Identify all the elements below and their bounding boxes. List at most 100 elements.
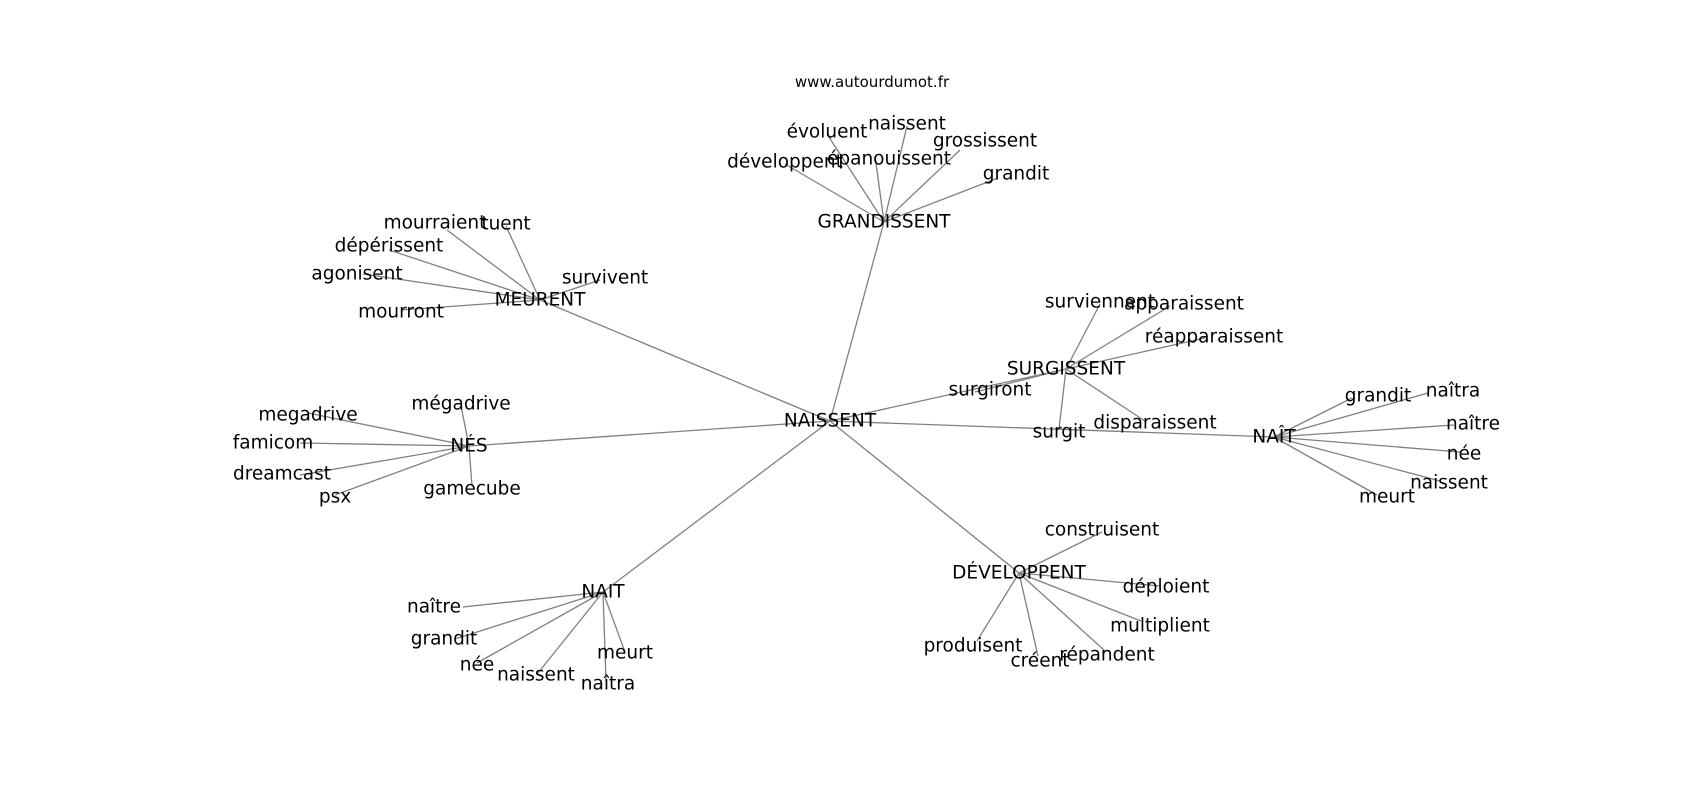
leaf-node-surgissent-surviennent[interactable]: surviennent: [1045, 292, 1155, 313]
leaf-node-nait_circ-naitre[interactable]: naître: [1446, 414, 1500, 435]
edge-nes-to-dreamcast: [299, 445, 470, 476]
edge-developpent-to-creent: [1018, 572, 1039, 657]
edge-surgissent-to-apparaissent: [1065, 305, 1171, 370]
leaf-node-meurent-deperissent[interactable]: dépérissent: [335, 236, 444, 257]
edge-nait-to-naitra: [602, 591, 607, 682]
edge-nait-to-nee: [476, 591, 604, 664]
edge-center-to-surgissent: [829, 368, 1067, 422]
leaf-node-developpent-deploient[interactable]: déploient: [1123, 577, 1210, 598]
leaf-node-nait-naitre[interactable]: naître: [407, 597, 461, 618]
edge-surgissent-to-reapparaissent: [1065, 337, 1206, 370]
edge-meurent-to-mourraient: [446, 229, 541, 301]
edge-nait_circ-to-nee: [1273, 436, 1461, 453]
edge-center-to-nes: [468, 420, 831, 447]
leaf-node-meurent-mourraient[interactable]: mourraient: [384, 213, 487, 234]
leaf-node-grandissent-evoluent[interactable]: évoluent: [787, 122, 868, 143]
leaf-node-surgissent-surgit[interactable]: surgit: [1033, 422, 1086, 443]
leaf-node-meurent-mourront[interactable]: mourront: [358, 302, 444, 323]
edge-surgissent-to-surgiront: [974, 368, 1067, 393]
leaf-node-nait-naissent[interactable]: naissent: [497, 665, 575, 686]
edge-meurent-to-agonisent: [362, 273, 541, 301]
hub-node-developpent[interactable]: DÉVELOPPENT: [952, 562, 1086, 584]
edge-nes-to-megadrive: [307, 412, 470, 447]
leaf-node-developpent-creent[interactable]: créent: [1010, 651, 1069, 672]
edge-grandissent-to-grossissent: [883, 149, 961, 223]
hub-node-surgissent[interactable]: SURGISSENT: [1007, 359, 1126, 380]
hub-node-grandissent[interactable]: GRANDISSENT: [818, 212, 952, 233]
leaf-node-grandissent-grandit[interactable]: grandit: [983, 164, 1050, 185]
graph-labels: www.autourdumot.fr NAISSENT NÉS megadrive m…: [233, 73, 1500, 695]
edge-surgissent-to-surviennent: [1065, 303, 1101, 370]
edge-grandissent-to-epanouissent: [874, 155, 885, 223]
leaf-node-developpent-multiplient[interactable]: multiplient: [1110, 616, 1210, 637]
edge-surgissent-to-surgit: [1058, 368, 1067, 430]
leaf-node-nait-naitra[interactable]: naîtra: [581, 674, 635, 695]
leaf-node-grandissent-epanouissent[interactable]: épanouissent: [827, 149, 951, 170]
edge-nait_circ-to-naitra: [1273, 392, 1429, 438]
edge-developpent-to-repandent: [1018, 572, 1106, 652]
leaf-node-nait_circ-naissent[interactable]: naissent: [1410, 473, 1488, 494]
leaf-node-nes-dreamcast[interactable]: dreamcast: [233, 464, 331, 485]
center-node-naissent[interactable]: NAISSENT: [784, 411, 877, 432]
edge-grandissent-to-naissent: [883, 125, 908, 223]
leaf-node-surgissent-surgiront[interactable]: surgiront: [948, 380, 1031, 401]
edge-developpent-to-deploient: [1018, 572, 1161, 587]
edge-nait-to-naitre: [462, 591, 604, 608]
edge-meurent-to-tuent: [505, 225, 541, 301]
edge-meurent-to-deperissent: [388, 249, 541, 301]
edge-nes-to-famicom: [299, 442, 470, 447]
leaf-node-surgissent-reapparaissent[interactable]: réapparaissent: [1145, 327, 1283, 348]
leaf-node-developpent-repandent[interactable]: répandent: [1059, 645, 1155, 666]
leaf-node-nait_circ-nee[interactable]: née: [1447, 444, 1482, 465]
leaf-node-grandissent-grossissent[interactable]: grossissent: [933, 131, 1037, 152]
leaf-node-nes-megadrive[interactable]: megadrive: [258, 405, 357, 426]
leaf-node-nait-nee[interactable]: née: [460, 655, 495, 676]
leaf-node-nes-psx[interactable]: psx: [319, 487, 351, 508]
edge-nes-to-megadrive: [460, 405, 470, 447]
hub-node-nait_circ[interactable]: NAÎT: [1252, 426, 1296, 448]
leaf-node-developpent-produisent[interactable]: produisent: [924, 636, 1023, 657]
leaf-node-nait_circ-grandit[interactable]: grandit: [1345, 386, 1412, 407]
watermark-text: www.autourdumot.fr: [795, 73, 950, 91]
hub-node-nes[interactable]: NÉS: [450, 435, 487, 457]
edge-nait-to-naissent: [537, 591, 604, 674]
edge-nait-to-meurt: [602, 591, 626, 653]
edge-nait_circ-to-naissent: [1273, 436, 1441, 482]
leaf-node-meurent-agonisent[interactable]: agonisent: [311, 264, 402, 285]
edge-grandissent-to-evoluent: [826, 133, 885, 223]
edge-center-to-nait_circ: [829, 420, 1275, 438]
leaf-node-grandissent-developpent[interactable]: développent: [727, 152, 843, 173]
edge-developpent-to-produisent: [976, 572, 1020, 642]
leaf-node-meurent-survivent[interactable]: survivent: [562, 268, 648, 289]
leaf-node-nait_circ-naitra[interactable]: naîtra: [1426, 381, 1480, 402]
leaf-node-nait-grandit[interactable]: grandit: [411, 629, 478, 650]
leaf-node-nait-meurt[interactable]: meurt: [597, 643, 653, 664]
edge-developpent-to-construisent: [1018, 531, 1103, 574]
edge-meurent-to-mourront: [400, 299, 541, 311]
edge-grandissent-to-grandit: [883, 177, 999, 223]
edge-meurent-to-survivent: [539, 279, 601, 301]
edge-center-to-grandissent: [829, 221, 885, 422]
edge-grandissent-to-developpent: [784, 163, 885, 223]
hub-node-nait[interactable]: NAIT: [581, 582, 625, 603]
edge-nait_circ-to-grandit: [1273, 397, 1353, 438]
edge-nes-to-gamecube: [468, 445, 473, 487]
leaf-node-nes-gamecube[interactable]: gamecube: [423, 479, 521, 500]
edge-center-to-meurent: [539, 299, 831, 422]
edge-nait_circ-to-naitre: [1273, 424, 1455, 438]
edge-nait_circ-to-meurt: [1273, 436, 1378, 496]
leaf-node-nes-famicom[interactable]: famicom: [233, 433, 314, 454]
leaf-node-surgissent-disparaissent[interactable]: disparaissent: [1093, 413, 1216, 434]
leaf-node-surgissent-apparaissent[interactable]: apparaissent: [1124, 294, 1244, 315]
hub-node-meurent[interactable]: MEURENT: [495, 290, 587, 311]
leaf-node-nait_circ-meurt[interactable]: meurt: [1359, 487, 1415, 508]
leaf-node-nes-megadrive[interactable]: mégadrive: [411, 394, 510, 415]
edge-surgissent-to-disparaissent: [1065, 368, 1146, 422]
leaf-node-grandissent-naissent[interactable]: naissent: [868, 114, 946, 135]
leaf-node-meurent-tuent[interactable]: tuent: [481, 214, 530, 235]
leaf-node-developpent-construisent[interactable]: construisent: [1045, 520, 1160, 541]
edge-center-to-developpent: [829, 420, 1020, 574]
edge-developpent-to-multiplient: [1018, 572, 1142, 622]
graph-edges: [299, 125, 1461, 682]
